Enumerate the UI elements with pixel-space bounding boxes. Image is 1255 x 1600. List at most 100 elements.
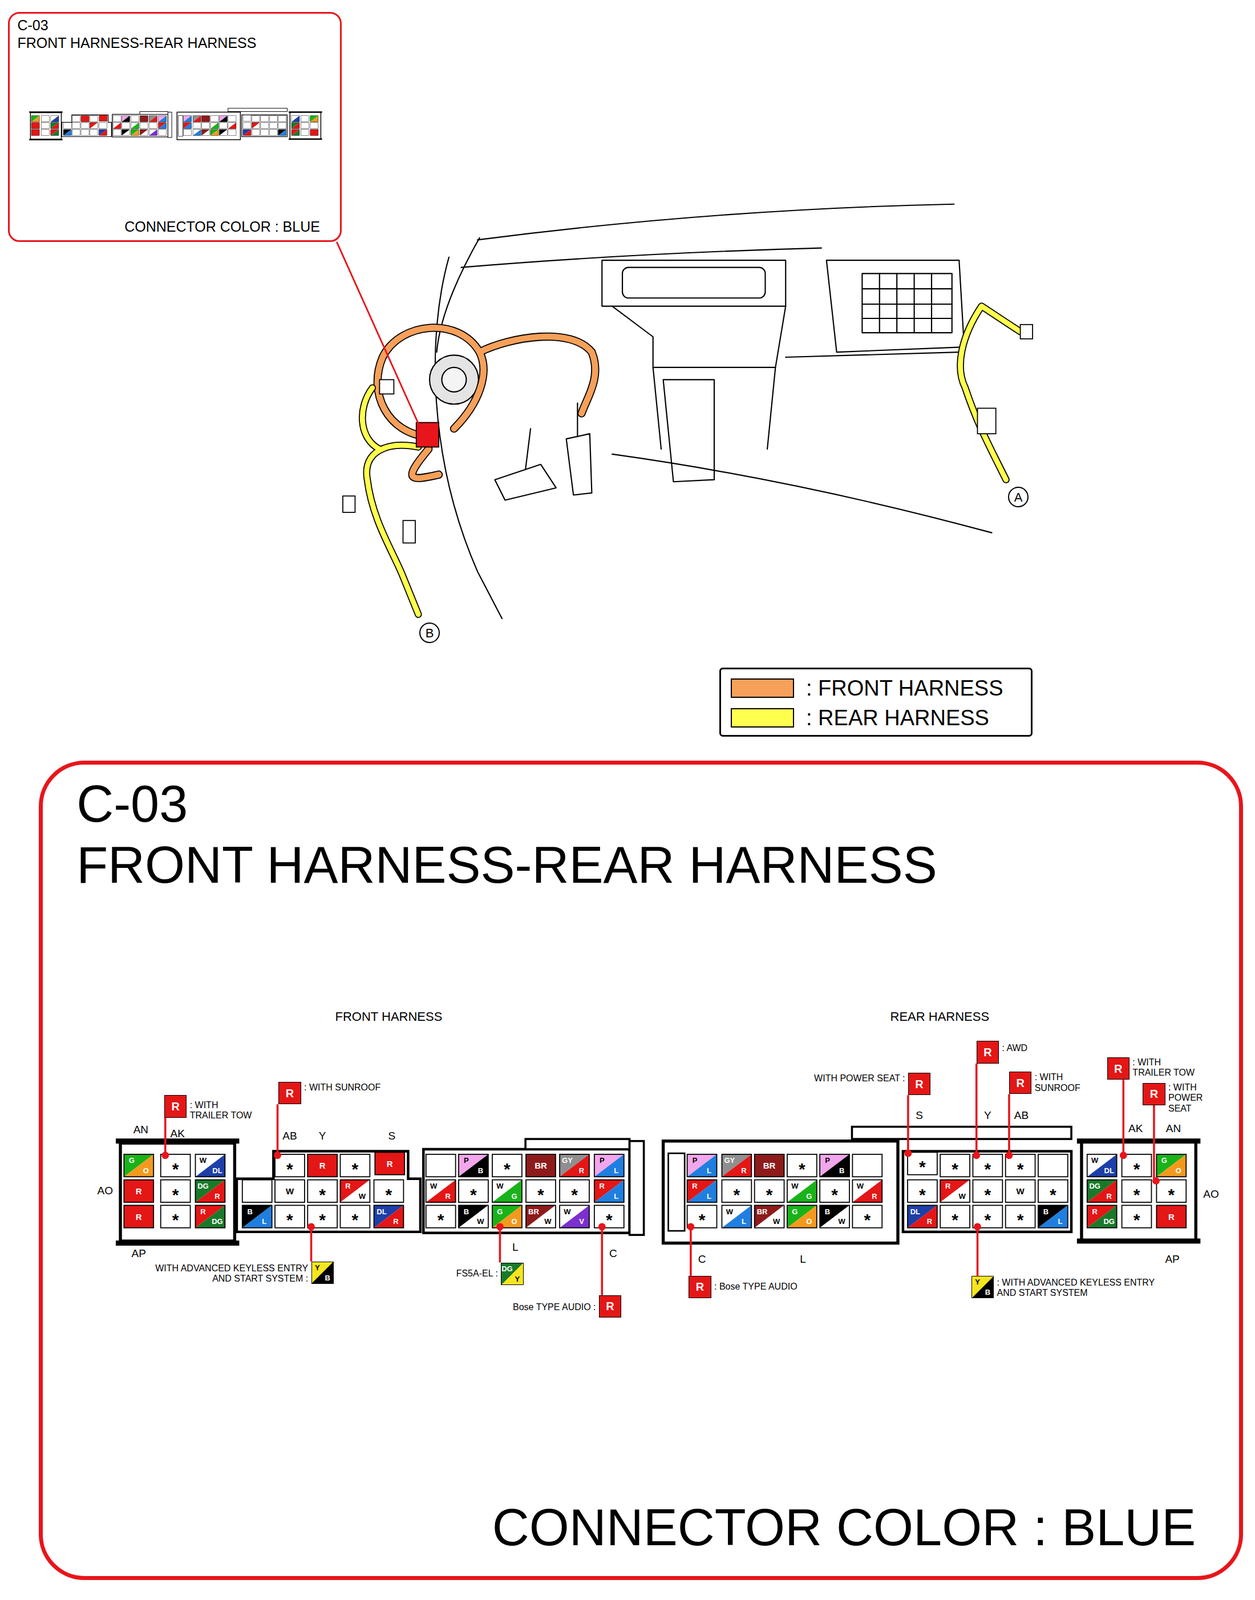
connector-color-note: CONNECTOR COLOR : BLUE xyxy=(124,218,321,236)
tag-letter: R xyxy=(1015,1077,1024,1089)
front-harness-drawing xyxy=(377,327,596,478)
wire-color-half xyxy=(594,1179,625,1202)
pin-cell xyxy=(687,1179,718,1202)
small-connector xyxy=(379,379,394,394)
pin-wire-color: P xyxy=(599,1156,605,1164)
view-callout-circle: A xyxy=(1007,486,1029,508)
wire-color-half xyxy=(1087,1204,1117,1228)
legend-text: : FRONT HARNESS xyxy=(806,675,1004,702)
wire-color-half xyxy=(852,1179,882,1202)
pin-cell xyxy=(754,1154,785,1177)
wire-color-half xyxy=(458,1204,489,1228)
pin-wire-color: B xyxy=(463,1207,469,1216)
vent-grid-lines xyxy=(861,273,952,333)
wire-color-half xyxy=(721,1204,752,1228)
pin-wire-color: R xyxy=(945,1181,951,1190)
console-side xyxy=(653,367,776,449)
wire-color-half xyxy=(374,1204,404,1228)
pin-position-label: AO xyxy=(1203,1187,1219,1201)
dashboard-drawing xyxy=(429,204,993,619)
wire-color-half xyxy=(594,1154,625,1177)
pin-wire-color: W xyxy=(430,1181,437,1190)
option-tag: R: WITH SUNROOF xyxy=(1009,1071,1032,1094)
wire-color-half xyxy=(195,1154,226,1177)
pin-wire-color: DG xyxy=(1103,1217,1115,1225)
legend-text: : REAR HARNESS xyxy=(806,705,990,731)
pin-cell xyxy=(242,1179,273,1202)
pin-cell xyxy=(594,1154,625,1177)
pin-cell xyxy=(1087,1154,1117,1177)
vent-grid xyxy=(861,273,952,333)
pin-wire-color: O xyxy=(511,1217,517,1225)
option-tag: R: AWD xyxy=(976,1040,999,1063)
leader-dot xyxy=(162,1152,168,1158)
pin-position-label: S xyxy=(387,1129,396,1143)
wire-color-half xyxy=(852,1179,882,1202)
tag-wire-color: B xyxy=(985,1288,991,1296)
pin-wire-color: L xyxy=(706,1166,712,1174)
pin-cell xyxy=(1156,1154,1186,1177)
pin-wire-color: DL xyxy=(910,1207,921,1216)
pin-wire-color: L xyxy=(613,1192,619,1200)
pin-wire-color: GY xyxy=(561,1156,573,1164)
callout-letter: A xyxy=(1014,491,1023,504)
pin-cell xyxy=(559,1204,590,1228)
housing-block xyxy=(423,1148,630,1233)
pin-position-label: AK xyxy=(1128,1122,1143,1135)
wire-color-half xyxy=(687,1179,718,1202)
pin-wire-color: R xyxy=(926,1217,933,1225)
unused-pin-mark: * xyxy=(286,1211,294,1229)
unused-pin-mark: * xyxy=(984,1185,992,1204)
pin-cell xyxy=(525,1154,556,1177)
pin-cell xyxy=(594,1179,625,1202)
unused-pin-mark: * xyxy=(733,1185,741,1204)
pin-position-label: S xyxy=(915,1108,923,1122)
wire-color-half xyxy=(940,1179,970,1202)
option-note: FS5A-EL : xyxy=(456,1268,499,1279)
housing-block xyxy=(629,1140,645,1236)
connector-c03-in-car xyxy=(416,422,439,447)
pin-cell xyxy=(492,1204,522,1228)
pin-position-label: L xyxy=(512,1240,519,1254)
unused-pin-mark: * xyxy=(919,1158,926,1176)
leader-dot xyxy=(687,1223,694,1229)
tag-wire-color: B xyxy=(324,1273,330,1282)
wire-color-half xyxy=(1087,1154,1117,1177)
pin-wire-color: W xyxy=(1091,1156,1099,1164)
pin-wire-color: P xyxy=(692,1156,698,1164)
vent-housing xyxy=(826,260,965,352)
pin-cell xyxy=(754,1204,785,1228)
housing-block xyxy=(1077,1138,1201,1143)
leader-dot xyxy=(1153,1177,1159,1184)
pin-wire-color: O xyxy=(806,1217,812,1225)
pin-wire-color: BR xyxy=(763,1160,776,1170)
pin-cell xyxy=(1038,1154,1068,1177)
wire-color-half xyxy=(907,1204,938,1228)
pin-cell xyxy=(819,1154,850,1177)
pin-wire-color: W xyxy=(958,1192,966,1200)
unused-pin-mark: * xyxy=(318,1185,326,1204)
wire-color-half xyxy=(559,1154,590,1177)
pin-cell xyxy=(1038,1204,1068,1228)
wire-color-half xyxy=(1087,1154,1117,1177)
unused-pin-mark: * xyxy=(984,1160,992,1178)
unused-pin-mark: * xyxy=(286,1160,294,1178)
wire-color-half xyxy=(940,1179,970,1202)
unused-pin-mark: * xyxy=(385,1185,393,1204)
wire-color-half xyxy=(819,1204,850,1228)
tag-wire-color: Y xyxy=(974,1277,981,1286)
option-color-tag: YBWITH ADVANCED KEYLESS ENTRY AND START … xyxy=(311,1261,334,1284)
option-color-tag: DGYFS5A-EL : xyxy=(500,1262,524,1285)
wire-color-half xyxy=(123,1154,154,1177)
wire-color-half xyxy=(819,1154,850,1177)
unused-pin-mark: * xyxy=(605,1211,613,1229)
legend-box: : FRONT HARNESS : REAR HARNESS xyxy=(719,667,1033,738)
small-connector xyxy=(977,407,996,434)
wire-color-half xyxy=(492,1204,522,1228)
pin-wire-color: GY xyxy=(723,1156,735,1164)
wire-color-half xyxy=(1087,1179,1117,1202)
harness-outline xyxy=(362,306,1020,615)
wire-color-half xyxy=(1087,1179,1117,1202)
wire-color-half xyxy=(242,1204,273,1228)
